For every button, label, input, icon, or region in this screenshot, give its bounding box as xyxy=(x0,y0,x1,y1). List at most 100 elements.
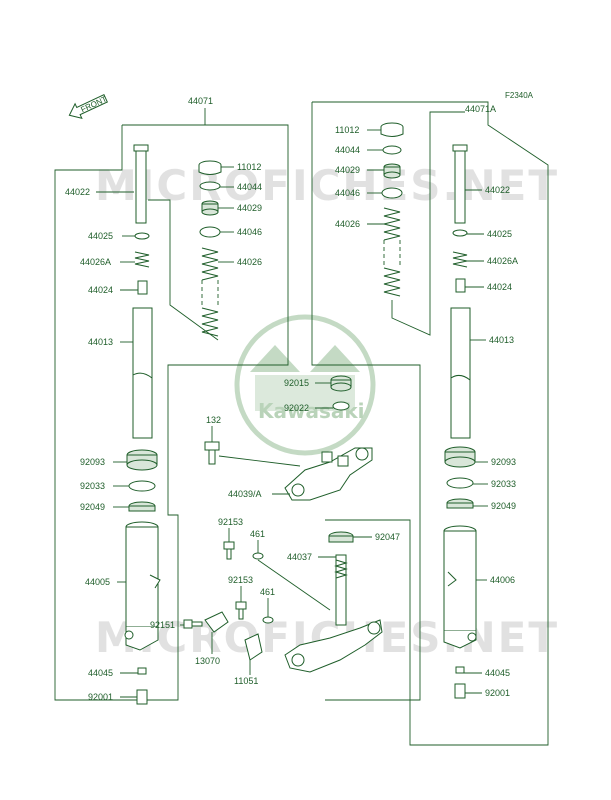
figure-code: F2340A xyxy=(505,91,534,100)
label-44039A: 44039/A xyxy=(228,489,262,499)
label-44026-right: 44026 xyxy=(335,219,360,229)
label-132: 132 xyxy=(206,415,221,425)
left-cap-11012 xyxy=(198,160,222,175)
label-44024-left: 44024 xyxy=(88,285,113,295)
label-44044-left: 44044 xyxy=(237,182,262,192)
left-clip-92033 xyxy=(128,480,156,492)
washer-461-a xyxy=(252,552,264,560)
label-44045-right: 44045 xyxy=(485,668,510,678)
left-oring-44044 xyxy=(199,181,221,191)
right-inner-tube-44013 xyxy=(450,307,471,439)
label-44046-right: 44046 xyxy=(335,188,360,198)
label-44044-right: 44044 xyxy=(335,145,360,155)
label-44071A: 44071A xyxy=(465,104,496,114)
label-44013-right: 44013 xyxy=(489,335,514,345)
label-92093-right: 92093 xyxy=(491,457,516,467)
right-seal-92093 xyxy=(444,446,476,468)
center-stem-outline xyxy=(325,519,411,701)
label-461-a: 461 xyxy=(250,529,265,539)
label-92093-left: 92093 xyxy=(80,457,105,467)
label-44022-left: 44022 xyxy=(65,187,90,197)
label-92049-right: 92049 xyxy=(491,501,516,511)
brand-text: Kawasaki xyxy=(258,399,365,423)
left-bushing-92049 xyxy=(128,501,156,512)
left-damper-rod xyxy=(133,144,149,224)
stem-44037 xyxy=(284,554,383,673)
left-spring-44026 xyxy=(201,247,219,337)
label-44026-left: 44026 xyxy=(237,257,262,267)
label-44046-left: 44046 xyxy=(237,227,262,237)
label-44005: 44005 xyxy=(85,577,110,587)
nut-92015 xyxy=(330,375,352,392)
right-collar-44024 xyxy=(455,278,466,293)
left-outer-tube-44005 xyxy=(124,521,161,651)
leader-lines xyxy=(96,129,488,698)
left-fork-outline xyxy=(54,108,289,701)
right-bolt-92001 xyxy=(454,683,466,699)
label-92049-left: 92049 xyxy=(80,502,105,512)
front-arrow-icon: FRONT xyxy=(68,94,108,120)
bracket-11051 xyxy=(244,633,263,661)
right-bushing-92049 xyxy=(446,498,474,509)
watermark-top: MICROFICHES.NET xyxy=(95,161,559,210)
right-cap-11012 xyxy=(380,122,404,137)
upper-bracket-44039A xyxy=(284,447,373,501)
label-44029-left: 44029 xyxy=(237,203,262,213)
label-44026A-right: 44026A xyxy=(487,256,518,266)
left-gasket-44045 xyxy=(137,667,147,675)
right-damper-rod xyxy=(452,144,468,224)
washer-92022 xyxy=(332,401,350,411)
label-92022: 92022 xyxy=(284,403,309,413)
right-clip-92033 xyxy=(446,477,474,489)
label-92153-a: 92153 xyxy=(218,517,243,527)
left-spring-44026A xyxy=(134,251,150,268)
label-44029-right: 44029 xyxy=(335,165,360,175)
bearing-92047 xyxy=(328,531,354,543)
label-92001-right: 92001 xyxy=(485,688,510,698)
washer-461-b xyxy=(262,616,274,624)
label-11012-right: 11012 xyxy=(335,125,359,135)
right-spring-44026A xyxy=(452,251,468,268)
left-collar-44024 xyxy=(137,280,148,295)
label-92015: 92015 xyxy=(284,378,309,388)
label-44037: 44037 xyxy=(287,552,312,562)
clamp-13070 xyxy=(204,611,229,633)
right-outer-tube-44006 xyxy=(443,525,477,649)
bolt-132 xyxy=(204,441,220,465)
left-washer-44025 xyxy=(134,232,150,240)
right-washer-44025 xyxy=(452,229,468,237)
front-badge-text: FRONT xyxy=(79,94,108,114)
label-461-b: 461 xyxy=(260,587,275,597)
label-92033-left: 92033 xyxy=(80,481,105,491)
label-44045-left: 44045 xyxy=(88,668,113,678)
left-seal-92093 xyxy=(126,449,158,471)
left-inner-tube-44013 xyxy=(132,307,153,439)
label-44025-right: 44025 xyxy=(487,229,512,239)
label-92001-left: 92001 xyxy=(88,692,113,702)
label-13070: 13070 xyxy=(195,656,220,666)
part-labels: 44071 44071A 11012 44044 44029 44046 440… xyxy=(65,96,518,702)
label-11051: 11051 xyxy=(234,676,258,686)
label-44026A-left: 44026A xyxy=(80,257,111,267)
label-44022-right: 44022 xyxy=(485,185,510,195)
label-11012-left: 11012 xyxy=(237,162,261,172)
label-44013-left: 44013 xyxy=(88,337,113,347)
label-92047: 92047 xyxy=(375,532,400,542)
bolt-92153-a xyxy=(223,541,235,560)
right-gasket-44045 xyxy=(455,666,465,674)
label-44006: 44006 xyxy=(490,575,515,585)
bolt-92151 xyxy=(183,619,203,629)
right-fork-outline xyxy=(311,101,549,746)
left-bolt-92001 xyxy=(136,689,148,705)
label-44025-left: 44025 xyxy=(88,231,113,241)
right-oring-44046 xyxy=(381,187,403,199)
right-oring-44044 xyxy=(382,145,402,155)
right-spring-44026 xyxy=(383,207,401,297)
label-44024-right: 44024 xyxy=(487,282,512,292)
label-92033-right: 92033 xyxy=(491,479,516,489)
label-92151: 92151 xyxy=(150,620,175,630)
left-plug-44029 xyxy=(201,200,219,216)
label-92153-b: 92153 xyxy=(228,575,253,585)
label-44071: 44071 xyxy=(188,96,213,106)
